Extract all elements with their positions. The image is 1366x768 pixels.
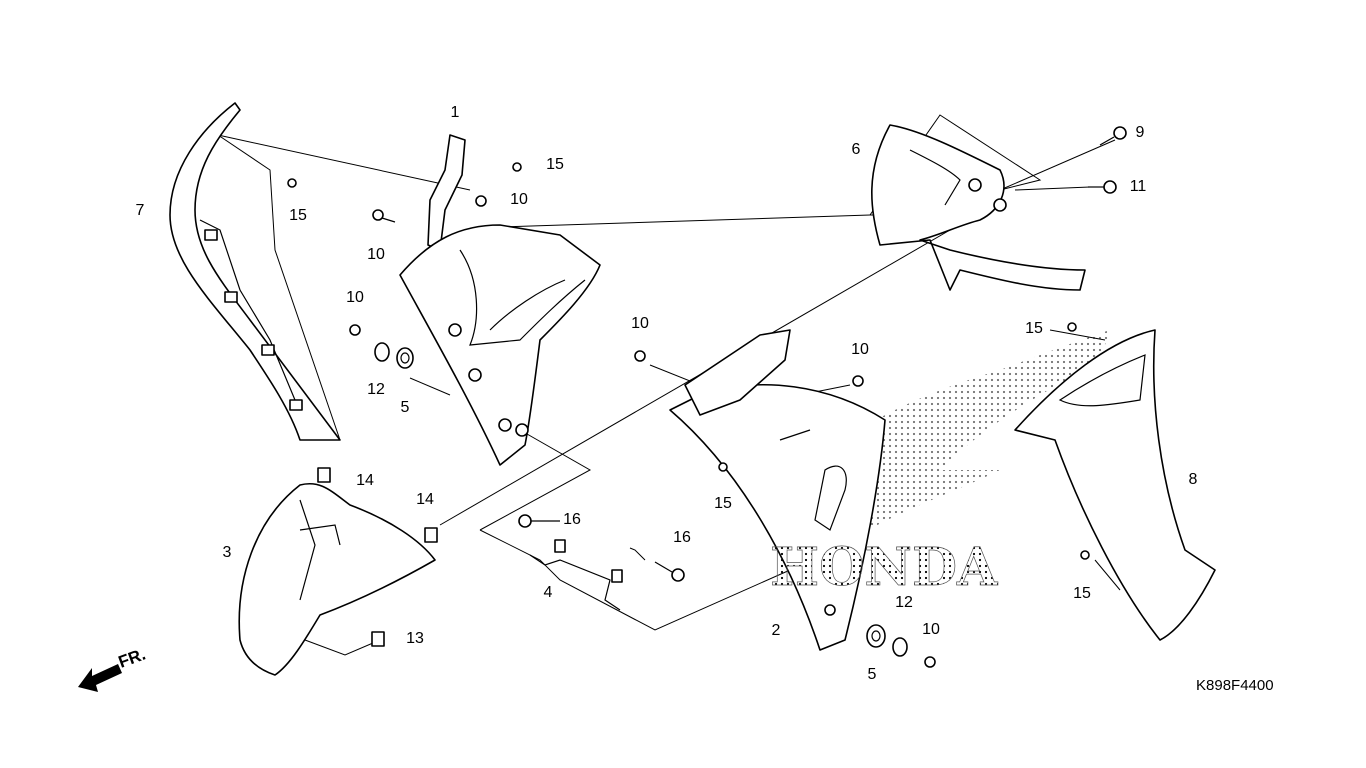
callout-label: 12 [895, 594, 913, 611]
screw-10-e[interactable] [852, 375, 864, 387]
bolt-11[interactable] [1088, 180, 1117, 194]
callout-label: 12 [367, 381, 385, 398]
callout-label: 10 [922, 621, 940, 638]
screw-10-c[interactable] [349, 324, 361, 336]
part-2-main-cover[interactable] [669, 329, 886, 651]
diagram-code: K898F4400 [1196, 677, 1274, 694]
callout-label: 10 [367, 246, 385, 263]
callout-label: 14 [356, 472, 374, 489]
callout-label: 15 [546, 156, 564, 173]
callout-label: 5 [401, 399, 410, 416]
callout-label: 11 [1130, 178, 1147, 195]
callout-label: 3 [223, 544, 232, 561]
callout-label: 15 [714, 495, 732, 512]
grommet-5-b[interactable] [866, 624, 886, 648]
callout-label: 10 [510, 191, 528, 208]
screw-10-a[interactable] [475, 195, 487, 207]
callout-label: 14 [416, 491, 434, 508]
part-3-front-cover[interactable] [238, 483, 436, 676]
honda-logo-text: HONDA [770, 537, 998, 598]
part-6-upper-cover[interactable] [871, 124, 1086, 291]
screw-10-b[interactable] [372, 209, 396, 223]
callout-label: 10 [346, 289, 364, 306]
part-4-stay[interactable] [529, 539, 623, 611]
washer-12-a[interactable] [374, 342, 390, 362]
callout-label: 16 [673, 529, 691, 546]
front-label: FR. [116, 645, 148, 672]
part-7-side-cowl[interactable] [169, 102, 341, 441]
bolt-16-a[interactable] [518, 514, 560, 528]
fasteners [287, 126, 1127, 668]
callouts: 1 15 10 15 7 10 10 12 5 6 9 11 10 10 15 … [136, 104, 1198, 683]
screw-10-f[interactable] [924, 656, 936, 668]
callout-label: 1 [451, 104, 460, 121]
callout-label: 6 [852, 141, 861, 158]
callout-label: 10 [631, 315, 649, 332]
callout-label: 10 [851, 341, 869, 358]
part-8-right-cover[interactable] [1014, 329, 1216, 641]
screw-15-b[interactable] [287, 178, 297, 188]
callout-label: 7 [136, 202, 145, 219]
arrow-left-icon [78, 664, 122, 692]
callout-label: 15 [1073, 585, 1091, 602]
washer-12-b[interactable] [892, 637, 908, 657]
bolt-9[interactable] [1099, 126, 1127, 146]
grommet-5-a[interactable] [396, 347, 414, 369]
callout-label: 15 [1025, 320, 1043, 337]
callout-label: 5 [868, 666, 877, 683]
callout-label: 16 [563, 511, 581, 528]
screw-15-e[interactable] [1080, 550, 1090, 560]
inner-panel[interactable] [399, 224, 601, 466]
clip-14-b[interactable] [424, 527, 438, 543]
callout-label: 2 [772, 622, 781, 639]
front-direction-indicator: FR. [78, 645, 148, 692]
clip-14-a[interactable] [317, 467, 331, 483]
callout-label: 9 [1136, 124, 1145, 141]
screw-15-d[interactable] [718, 462, 728, 472]
screw-15-a[interactable] [512, 162, 522, 172]
clip-13[interactable] [371, 631, 385, 647]
bolt-16-b[interactable] [654, 561, 685, 582]
callout-label: 8 [1189, 471, 1198, 488]
callout-label: 13 [406, 630, 424, 647]
screw-10-d[interactable] [634, 350, 646, 362]
screw-15-c[interactable] [1067, 322, 1077, 332]
callout-label: 15 [289, 207, 307, 224]
callout-label: 4 [544, 584, 553, 601]
